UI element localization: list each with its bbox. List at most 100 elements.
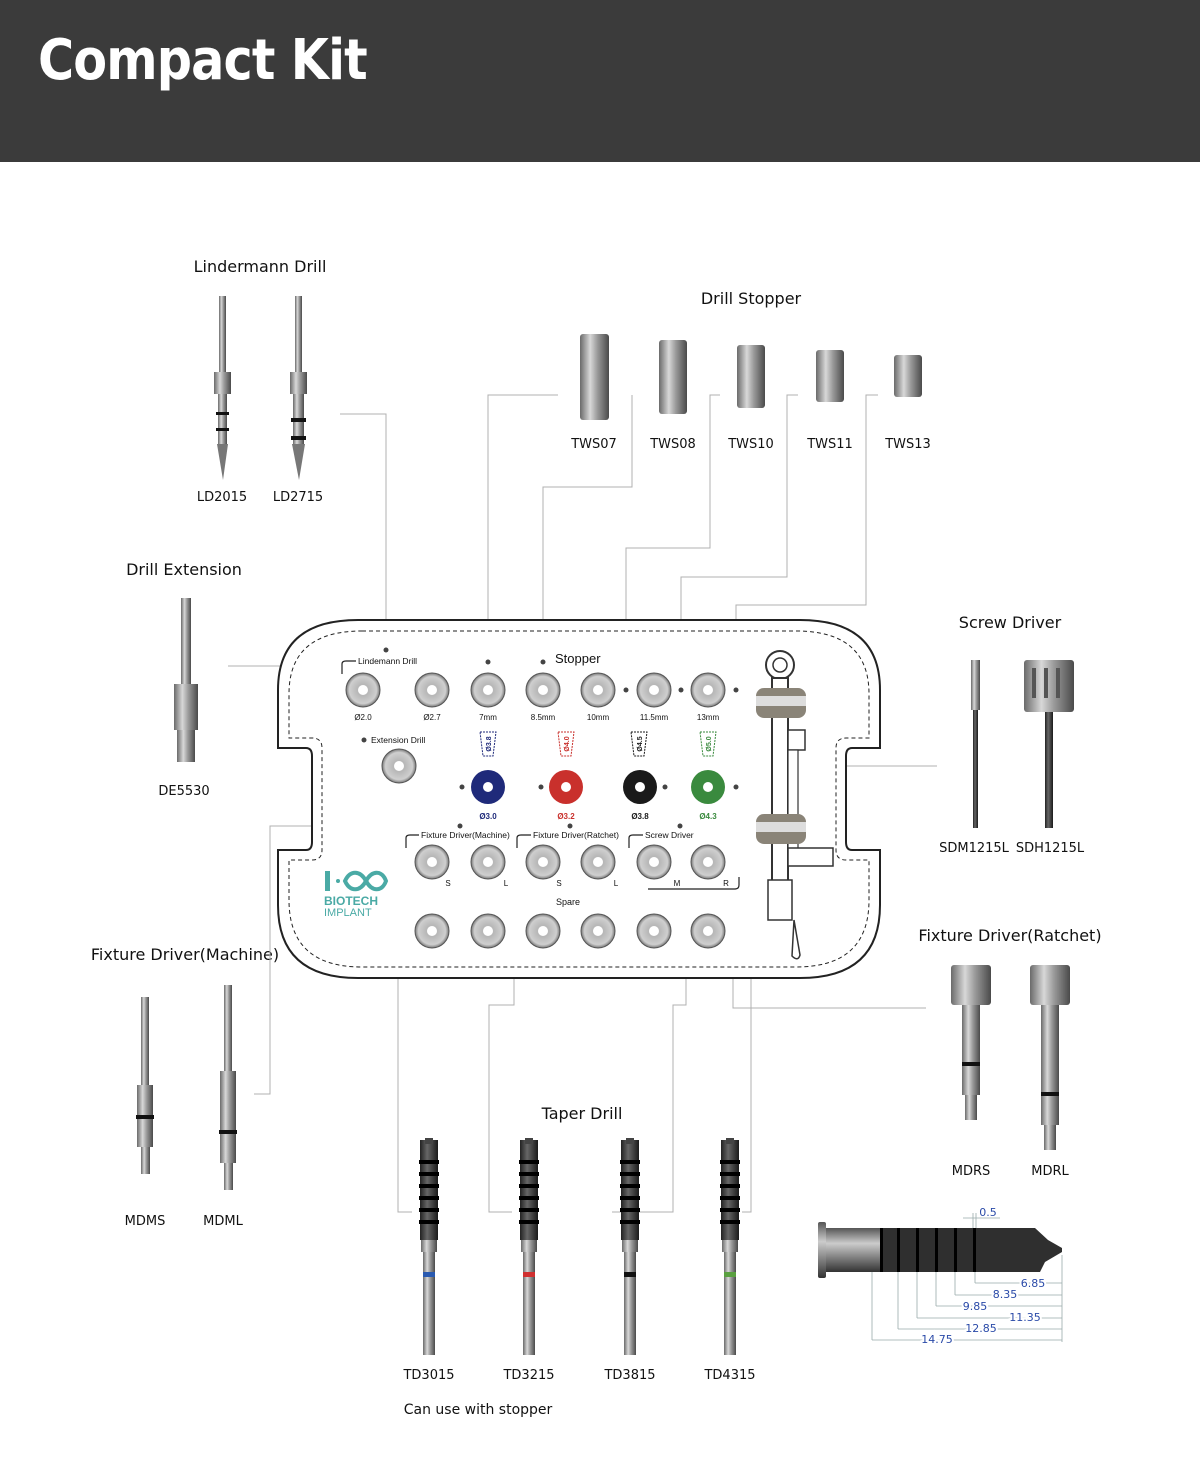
tray-label-fixture-driver-machine: Fixture Driver(Machine) bbox=[421, 830, 510, 840]
product-code: SDM1215L bbox=[939, 841, 1010, 856]
implant-icon: Ø4.5 bbox=[630, 731, 648, 757]
kit-diagram: Lindermann Drill Drill Stopper Drill Ext… bbox=[91, 257, 1102, 1418]
driver-mark: L bbox=[614, 879, 619, 888]
hole-center bbox=[538, 926, 548, 936]
hole-center bbox=[593, 857, 603, 867]
connector-dot bbox=[540, 659, 546, 665]
implant-icon: Ø4.0 bbox=[557, 731, 575, 757]
connector-dot bbox=[733, 687, 739, 693]
product-code: TWS08 bbox=[649, 437, 696, 452]
hole-label: 7mm bbox=[479, 713, 497, 722]
hole-center bbox=[561, 782, 571, 792]
fixture-driver-mdms bbox=[136, 997, 154, 1174]
hole-center bbox=[483, 782, 493, 792]
dimension-length: 12.85 bbox=[965, 1322, 997, 1335]
section-title-taper-drill: Taper Drill bbox=[541, 1104, 623, 1123]
hole-center bbox=[538, 857, 548, 867]
hole-center bbox=[649, 926, 659, 936]
section-title-fixture-driver-machine: Fixture Driver(Machine) bbox=[91, 945, 279, 964]
tray-label-screw-driver: Screw Driver bbox=[645, 830, 694, 840]
lindemann-drill-ld2715 bbox=[290, 296, 307, 480]
product-code: TD3015 bbox=[402, 1368, 454, 1383]
driver-mark: R bbox=[723, 879, 729, 888]
product-code: LD2715 bbox=[273, 490, 323, 505]
hole-center bbox=[649, 857, 659, 867]
tray-label-spare: Spare bbox=[556, 897, 580, 907]
product-code: TWS13 bbox=[884, 437, 931, 452]
hole-center bbox=[394, 761, 404, 771]
implant-icon: Ø5.0 bbox=[699, 731, 717, 757]
svg-text:IMPLANT: IMPLANT bbox=[324, 907, 372, 919]
hole-center bbox=[427, 857, 437, 867]
hole-label: Ø2.0 bbox=[354, 713, 372, 722]
drill-size-label: Ø4.3 bbox=[699, 812, 717, 821]
drill-size-label: Ø3.2 bbox=[557, 812, 575, 821]
product-code: MDRL bbox=[1031, 1164, 1069, 1179]
connector-dot bbox=[459, 784, 465, 790]
tray-brackets bbox=[341, 660, 740, 890]
tray-label-fixture-driver-ratchet: Fixture Driver(Ratchet) bbox=[533, 830, 619, 840]
hole-center bbox=[649, 685, 659, 695]
driver-mark: M bbox=[674, 879, 681, 888]
implant-markers: Ø3.8 Ø4.0 Ø4.5 Ø5.0 bbox=[479, 731, 717, 757]
driver-mark: S bbox=[556, 879, 561, 888]
hole-center bbox=[593, 926, 603, 936]
product-code: TWS11 bbox=[806, 437, 853, 452]
driver-mark: S bbox=[445, 879, 450, 888]
drill-size-label: Ø3.8 bbox=[631, 812, 649, 821]
connector-dot bbox=[623, 687, 629, 693]
hole-center bbox=[703, 857, 713, 867]
connector-dot bbox=[733, 784, 739, 790]
fixture-driver-mdrs bbox=[951, 965, 991, 1120]
svg-text:Ø4.5: Ø4.5 bbox=[637, 736, 644, 751]
product-code: TD3815 bbox=[603, 1368, 655, 1383]
taper-drill-dimension-drawing bbox=[818, 1213, 1063, 1342]
section-title-fixture-driver-ratchet: Fixture Driver(Ratchet) bbox=[918, 926, 1101, 945]
product-code: LD2015 bbox=[197, 490, 247, 505]
hole-center bbox=[635, 782, 645, 792]
dimension-length: 6.85 bbox=[1021, 1277, 1046, 1290]
screw-driver-sdm1215l bbox=[971, 660, 980, 828]
section-title-screw-driver: Screw Driver bbox=[959, 613, 1062, 632]
taper-drill bbox=[720, 1138, 740, 1355]
hole-center bbox=[593, 685, 603, 695]
product-code: MDRS bbox=[952, 1164, 991, 1179]
hole-center bbox=[427, 685, 437, 695]
taper-drill-note: Can use with stopper bbox=[404, 1402, 553, 1418]
page-title: Compact Kit bbox=[38, 28, 368, 93]
ratchet-wrench bbox=[756, 650, 834, 960]
product-code: DE5530 bbox=[158, 784, 209, 799]
dimension-length: 8.35 bbox=[993, 1288, 1018, 1301]
connector-dot bbox=[383, 647, 389, 653]
connector-dot bbox=[361, 737, 367, 743]
svg-text:Ø4.0: Ø4.0 bbox=[564, 736, 571, 751]
dimension-ring-width: 0.5 bbox=[979, 1206, 997, 1219]
lindemann-drill-ld2015 bbox=[214, 296, 231, 480]
hole-label: Ø2.7 bbox=[423, 713, 441, 722]
hole-center bbox=[538, 685, 548, 695]
hole-label: 11.5mm bbox=[640, 713, 669, 722]
drill-stoppers bbox=[580, 334, 922, 420]
hole-center bbox=[703, 685, 713, 695]
connector-dot bbox=[538, 784, 544, 790]
hole-label: 10mm bbox=[587, 713, 610, 722]
fixture-driver-mdml bbox=[219, 985, 237, 1190]
tray-label-lindemann-drill: Lindemann Drill bbox=[358, 656, 417, 666]
driver-mark: L bbox=[504, 879, 509, 888]
product-code: SDH1215L bbox=[1016, 841, 1085, 856]
product-code: MDML bbox=[203, 1214, 243, 1229]
fixture-driver-mdrl bbox=[1030, 965, 1070, 1150]
hole-center bbox=[427, 926, 437, 936]
hole-label: 8.5mm bbox=[531, 713, 556, 722]
header-bar: Compact Kit bbox=[0, 0, 1200, 162]
svg-text:Ø3.8: Ø3.8 bbox=[486, 736, 493, 751]
screw-driver-sdh1215l bbox=[1024, 660, 1074, 828]
svg-text:BIOTECH: BIOTECH bbox=[324, 894, 378, 908]
tray-label-extension-drill: Extension Drill bbox=[371, 735, 425, 745]
hole-center bbox=[483, 926, 493, 936]
hole-label: 13mm bbox=[697, 713, 720, 722]
drill-size-label: Ø3.0 bbox=[479, 812, 497, 821]
drill-extension-de5530 bbox=[174, 598, 198, 762]
dimension-length: 11.35 bbox=[1009, 1311, 1041, 1324]
connector-dot bbox=[457, 823, 463, 829]
